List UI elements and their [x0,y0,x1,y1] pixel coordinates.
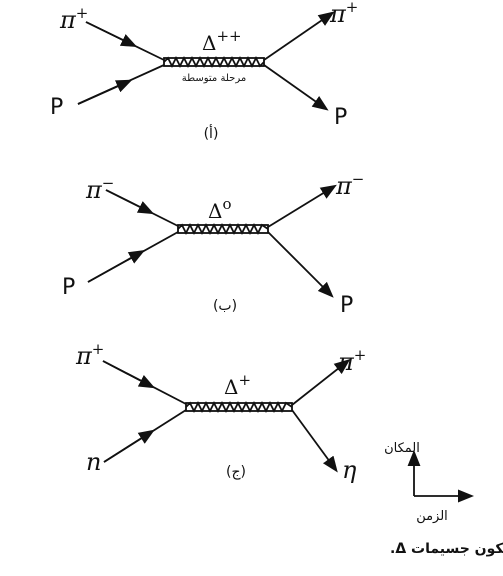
panel-b-tag: (ب) [213,298,237,314]
panel-c-incoming-pion-arrow [102,360,156,389]
panel-c-in-bottom-label: n [86,448,101,476]
panel-b-out-top-label: π− [335,170,364,200]
panel-a-intermediate-note: مرحلة متوسطة [182,73,246,84]
panel-c-outgoing-neutron-arrow [291,409,338,473]
panel-b-in-top-label: π− [85,174,114,204]
space-time-axes: المكان الزمن [384,441,475,524]
panel-a-out-top-label: π+ [329,0,358,28]
space-axis-label: المكان [384,441,420,456]
panel-c-incoming-neutron-arrow [103,429,155,463]
panel-c-out-bottom-label: η [342,456,357,484]
panel-b-resonance-label: Δo [208,195,231,223]
panel-a-incoming-proton-arrow [77,79,133,105]
panel-b-out-bottom-label: P [340,293,353,318]
panel-c-resonance-wave [185,400,293,414]
panel-b-outgoing-proton-arrow [267,231,334,298]
panel-a-resonance-wave [163,55,265,69]
panel-c-out-top-label: π+ [337,346,366,376]
panel-a-outgoing-proton-arrow [263,64,329,111]
figure-caption: تشتت البايونات عن النيوكليونات وتكون جسي… [390,541,503,557]
panel-a-resonance-label: Δ++ [202,27,242,55]
panel-c-in-top-label: π+ [75,340,104,370]
panel-a-in-top-label: π+ [59,4,88,34]
panel-b-incoming-pion-arrow [105,189,155,215]
panel-a-tag: (أ) [204,124,219,142]
panel-c: π+ n Δ+ π+ η (ج) [75,340,366,484]
panel-c-resonance-label: Δ+ [224,371,251,399]
time-axis-label: الزمن [416,509,448,524]
panel-b: π− P Δo π− P (ب) [62,170,364,318]
panel-c-outgoing-pion-arrow [291,358,351,406]
panel-a-incoming-pion-arrow [85,21,138,48]
panel-a-outgoing-pion-arrow [263,11,335,61]
panel-a-out-bottom-label: P [334,105,347,130]
panel-b-incoming-proton-arrow [87,250,146,283]
panel-b-in-bottom-label: P [62,275,75,300]
panel-b-outgoing-pion-arrow [267,184,337,228]
panel-b-resonance-wave [177,222,269,236]
panel-a-in-bottom-label: P [50,95,63,120]
panel-c-tag: (ج) [226,464,246,480]
panel-a: π+ P Δ++ π+ P مرحلة متوسطة (أ) [50,0,358,142]
